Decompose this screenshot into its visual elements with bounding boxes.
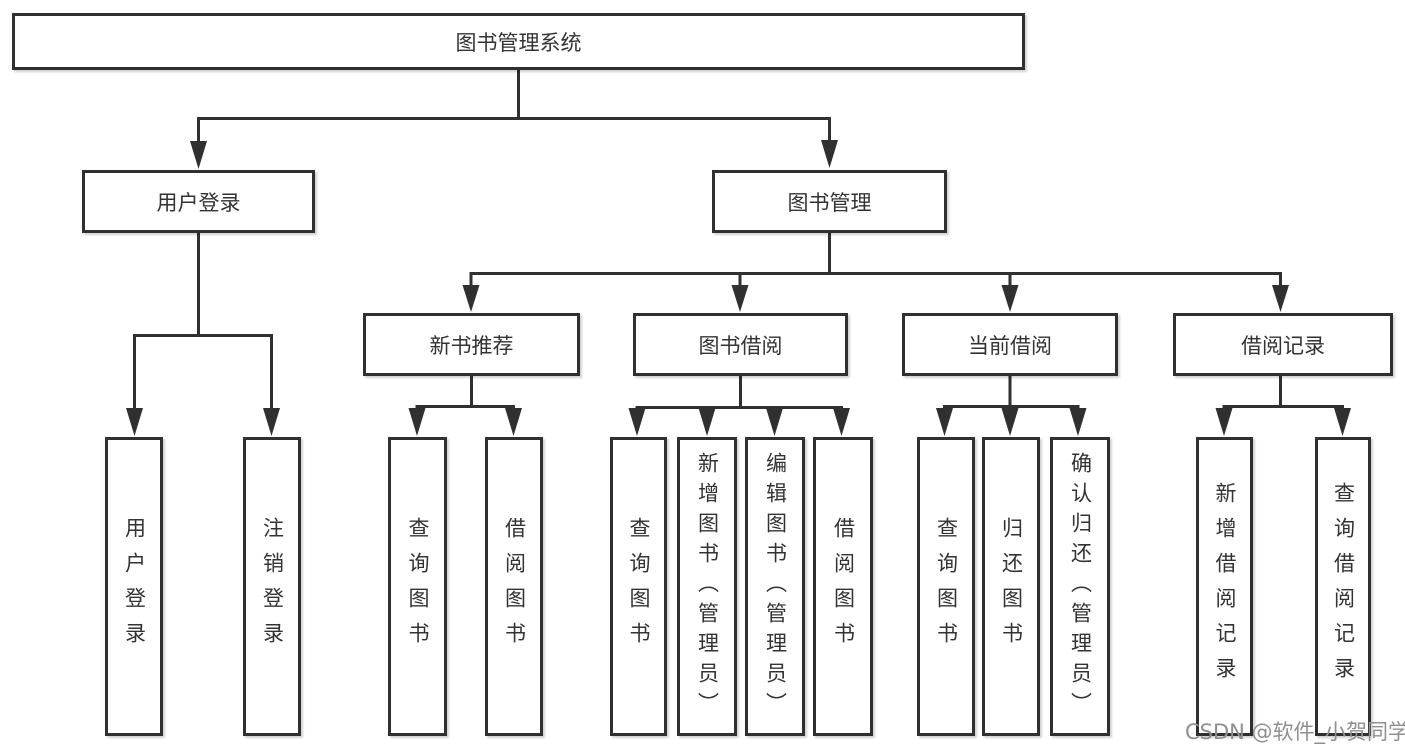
edge-arrowheads	[126, 140, 1351, 436]
leaf-logout: 注销登录	[243, 437, 301, 736]
node-root-system: 图书管理系统	[12, 13, 1025, 70]
node-borrowing-records: 借阅记录	[1173, 313, 1393, 376]
leaf-borrow-book-recommend: 借阅图书	[485, 437, 543, 736]
node-book-management: 图书管理	[712, 170, 947, 233]
node-user-login: 用户登录	[82, 170, 315, 233]
leaf-query-borrow-record: 查询借阅记录	[1315, 437, 1371, 736]
csdn-watermark: CSDN @软件_小贺同学	[1185, 720, 1405, 744]
leaf-add-book-admin: 新增图书（管理员）	[677, 437, 737, 736]
leaf-confirm-return-admin: 确认归还（管理员）	[1050, 437, 1110, 736]
leaf-user-login: 用户登录	[105, 437, 163, 736]
node-new-book-recommend: 新书推荐	[363, 313, 580, 376]
leaf-query-book-recommend: 查询图书	[388, 437, 447, 736]
leaf-borrow-book-borrowing: 借阅图书	[813, 437, 873, 736]
leaf-edit-book-admin: 编辑图书（管理员）	[745, 437, 805, 736]
leaf-add-borrow-record: 新增借阅记录	[1196, 437, 1253, 736]
leaf-query-book-borrowing: 查询图书	[610, 437, 667, 736]
leaf-return-book: 归还图书	[982, 437, 1040, 736]
edge-lines	[133, 70, 1344, 412]
node-book-borrowing: 图书借阅	[633, 313, 848, 376]
node-current-borrowing: 当前借阅	[902, 313, 1118, 376]
leaf-query-book-current: 查询图书	[917, 437, 975, 736]
